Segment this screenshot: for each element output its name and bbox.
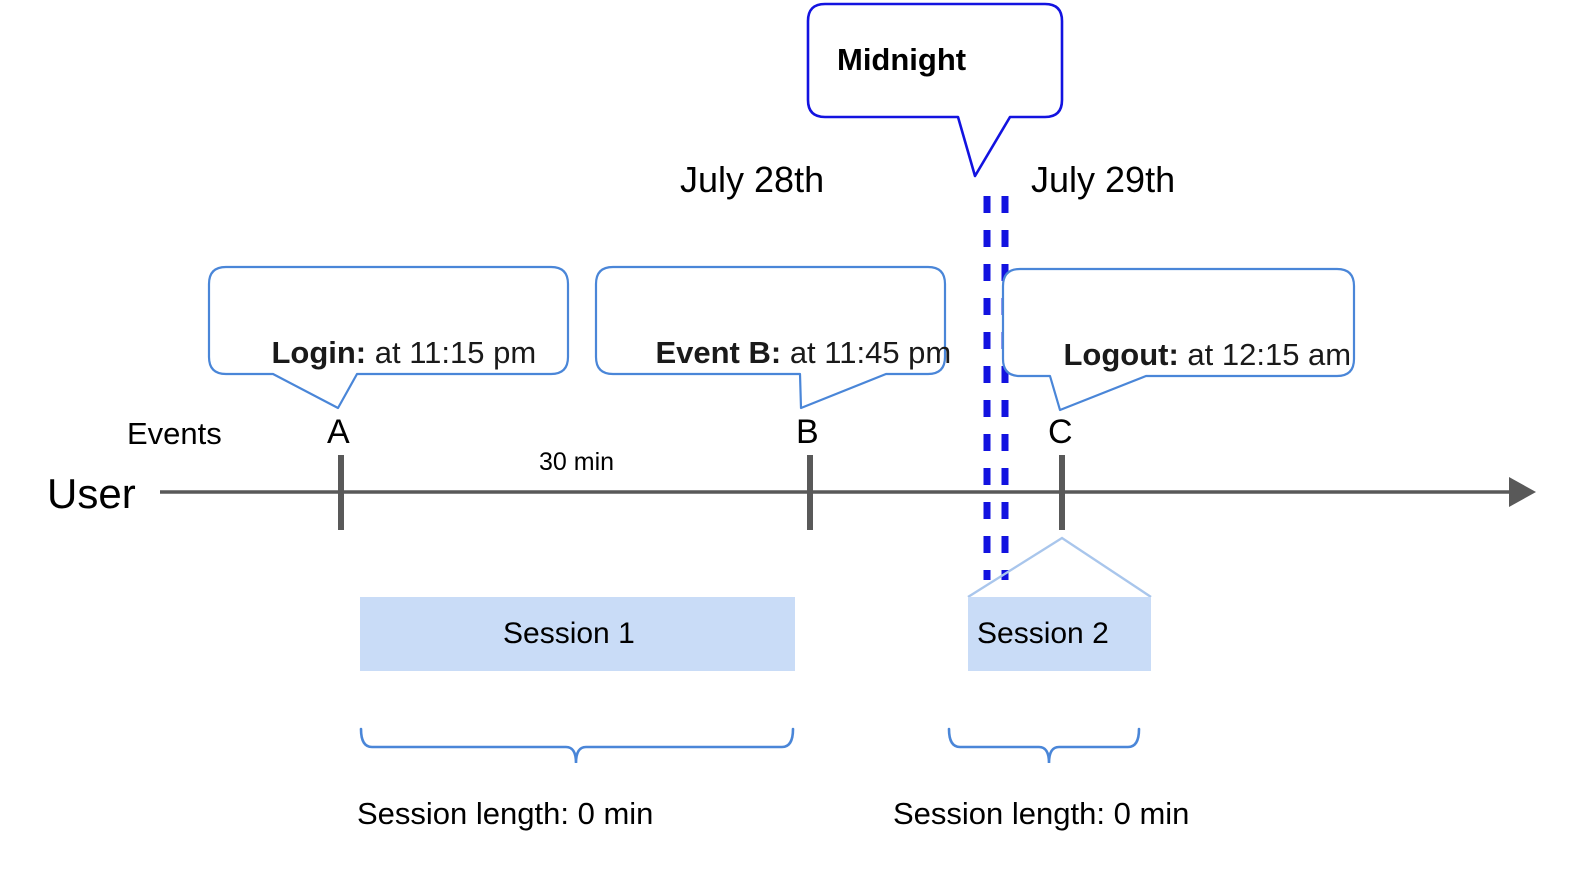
date-label-july-29: July 29th — [1031, 159, 1176, 200]
events-row-label: Events — [127, 416, 222, 451]
date-label-july-28: July 28th — [680, 159, 825, 200]
logout-callout-label: Logout: at 12:15 am — [1029, 308, 1351, 401]
logout-callout-shape[interactable] — [1001, 267, 1356, 412]
event-b-callout-label: Event B: at 11:45 pm — [621, 306, 951, 399]
session-1-brace — [359, 727, 795, 764]
session-1-label: Session 1 — [503, 617, 635, 650]
login-callout-label: Login: at 11:15 pm — [237, 306, 536, 399]
event-letter-b: B — [796, 413, 819, 451]
login-callout-shape[interactable] — [207, 265, 570, 410]
login-callout-title: Login: — [271, 335, 367, 370]
timeline-arrow-head — [1509, 477, 1536, 507]
midnight-label: Midnight — [837, 42, 967, 77]
session-2-bar[interactable] — [968, 597, 1151, 671]
event-b-callout-title: Event B: — [655, 335, 782, 370]
event-b-callout-value: at 11:45 pm — [781, 335, 952, 370]
login-callout-value: at 11:15 pm — [366, 335, 537, 370]
session-2-length-label: Session length: 0 min — [893, 796, 1190, 831]
session-1-bar[interactable] — [360, 597, 795, 671]
user-row-label: User — [47, 470, 136, 517]
session-2-label: Session 2 — [977, 617, 1109, 650]
session-1-length-label: Session length: 0 min — [357, 796, 654, 831]
event-letter-a: A — [327, 413, 350, 451]
duration-label-a-to-b: 30 min — [539, 448, 615, 476]
event-letter-c: C — [1048, 413, 1073, 451]
session-2-connector — [967, 536, 1152, 599]
logout-callout-value: at 12:15 am — [1178, 337, 1352, 372]
logout-callout-title: Logout: — [1063, 337, 1179, 372]
event-b-callout-shape[interactable] — [594, 265, 947, 410]
session-2-brace — [947, 727, 1141, 764]
midnight-callout-shape[interactable] — [806, 2, 1064, 178]
